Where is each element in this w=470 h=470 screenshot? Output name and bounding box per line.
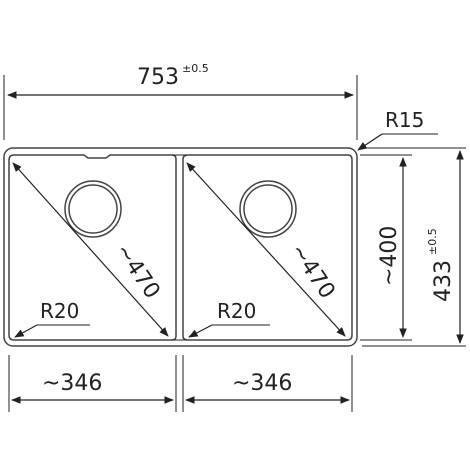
outer-radius-value: R15	[385, 108, 424, 132]
left-bowl	[8, 154, 177, 341]
bowl-width-dimensions: ~346 ~346	[8, 355, 353, 412]
right-bowl-width-value: ~346	[232, 371, 292, 396]
bowl-depth-value: ~400	[377, 226, 402, 286]
overall-width-dimension: 753 ±0.5	[3, 62, 358, 140]
bowl-depth-dimension: ~400	[360, 154, 412, 341]
right-radius-leader	[188, 324, 213, 338]
sink-outer-edge	[3, 147, 358, 347]
left-diagonal-dimension: ~470	[12, 162, 169, 337]
outer-radius-callout: R15	[357, 108, 438, 151]
outer-radius-leader	[357, 133, 383, 151]
right-diagonal-value: ~470	[285, 239, 340, 303]
overall-depth-value: 433	[431, 260, 456, 302]
overall-width-tolerance: ±0.5	[182, 62, 209, 75]
right-radius-value: R20	[217, 299, 256, 323]
left-diagonal-value: ~470	[110, 239, 165, 303]
left-radius-callout: R20	[14, 299, 90, 338]
left-diagonal-line	[12, 162, 169, 337]
right-diagonal-line	[186, 162, 346, 337]
left-radius-leader	[14, 324, 38, 338]
right-radius-callout: R20	[188, 299, 270, 338]
right-drain-outer	[239, 180, 297, 238]
overall-width-value: 753	[137, 65, 179, 90]
right-drain-inner	[243, 184, 293, 234]
overall-depth-tolerance: ±0.5	[426, 228, 439, 255]
left-bowl-width-value: ~346	[42, 371, 102, 396]
left-drain-inner	[68, 184, 118, 234]
right-bowl	[182, 154, 353, 341]
left-radius-value: R20	[40, 299, 79, 323]
overall-depth-dimension: 433 ±0.5	[362, 147, 466, 347]
right-diagonal-dimension: ~470	[186, 162, 346, 337]
left-drain-outer	[64, 180, 122, 238]
